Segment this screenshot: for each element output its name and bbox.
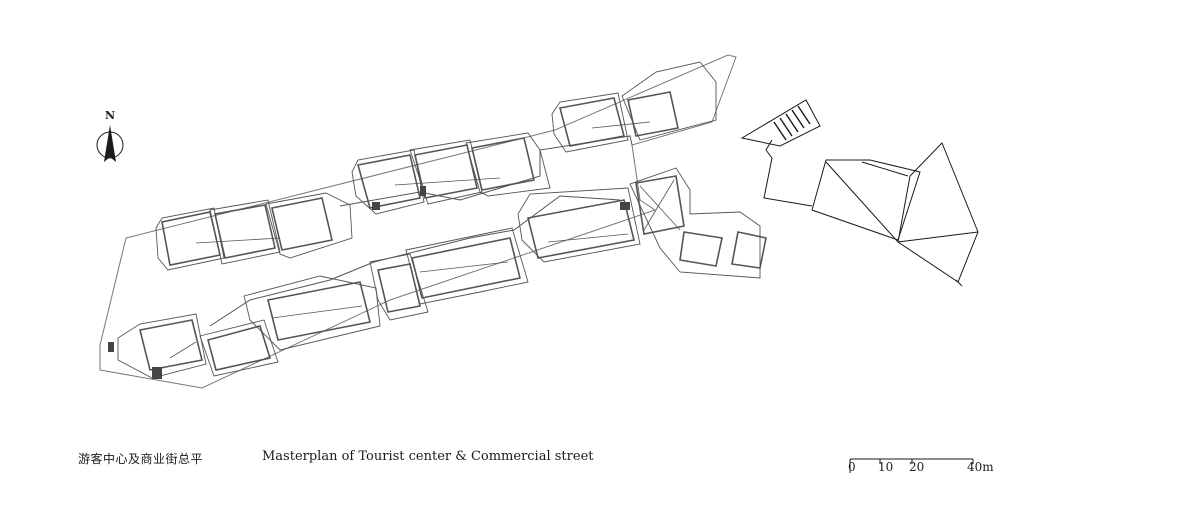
lower-building-row <box>117 167 767 379</box>
unit-f2 <box>411 237 521 299</box>
scale-label-0: 0 <box>848 460 856 474</box>
site-boundary <box>99 54 737 389</box>
unit-c1-outline <box>551 92 629 153</box>
unit-c-diagonal <box>591 121 651 129</box>
unit-e1-outline <box>243 275 381 351</box>
unit-c1 <box>559 97 625 147</box>
north-arrow-pointer <box>104 125 116 162</box>
unit-h-outline <box>629 167 761 279</box>
unit-b1-outline <box>351 149 425 215</box>
unit-i1 <box>679 231 723 267</box>
north-label: N <box>105 109 115 122</box>
lower-street-edge <box>209 195 621 327</box>
stair-hatches <box>108 186 630 379</box>
unit-b1 <box>356 154 421 209</box>
unit-a-diagonal <box>195 237 281 244</box>
unit-a2-outline <box>209 199 281 265</box>
unit-a3 <box>271 197 333 251</box>
unit-d-diagonal <box>169 341 197 359</box>
unit-b3 <box>471 137 535 191</box>
roof-ridge-2 <box>897 231 979 243</box>
unit-a1 <box>161 211 221 266</box>
scale-bar <box>849 458 974 473</box>
tourist-center-roof-right <box>897 142 979 283</box>
unit-h-square <box>635 175 685 235</box>
unit-a3-outline <box>265 192 353 259</box>
stair-3 <box>372 202 380 210</box>
unit-c2-outline <box>621 61 717 141</box>
unit-a2 <box>214 204 276 259</box>
unit-b-diagonal <box>394 177 501 186</box>
stair-4 <box>420 186 426 196</box>
scale-label-10: 10 <box>878 460 893 474</box>
unit-d1 <box>139 319 203 371</box>
unit-i2 <box>731 231 767 269</box>
unit-d2-outline <box>199 319 279 377</box>
unit-g-diagonal <box>547 233 629 243</box>
title-english: Masterplan of Tourist center & Commercia… <box>262 449 594 464</box>
unit-b3-outline <box>465 132 551 197</box>
roof-ridge-1 <box>825 161 899 243</box>
stair-1 <box>152 367 162 379</box>
tourist-center <box>740 99 979 287</box>
unit-a1-outline <box>155 207 225 271</box>
unit-g1-outline <box>517 187 641 263</box>
stair-5 <box>620 202 630 210</box>
unit-d2 <box>207 325 272 371</box>
unit-f2-outline <box>405 227 529 305</box>
unit-d1-outline <box>117 313 207 379</box>
roof-ridge-3 <box>861 161 909 177</box>
roof-edge <box>955 279 963 287</box>
scale-label-40m: 40m <box>967 460 994 474</box>
unit-e-diagonal <box>271 305 363 319</box>
title-chinese: 游客中心及商业街总平 <box>78 452 204 466</box>
unit-f1 <box>377 263 421 313</box>
tourist-center-tower <box>740 99 821 147</box>
tourist-center-path <box>763 139 813 207</box>
unit-h-cross-1 <box>639 185 681 231</box>
upper-building-row <box>155 61 717 271</box>
unit-e1 <box>267 281 371 341</box>
scale-label-20: 20 <box>909 460 924 474</box>
tourist-center-roof-left <box>811 159 921 241</box>
unit-f1-outline <box>369 253 429 321</box>
tower-stairs <box>773 105 811 141</box>
stair-2 <box>108 342 114 352</box>
unit-g1 <box>527 199 635 259</box>
north-arrow: N <box>96 109 124 162</box>
unit-f-diagonal <box>419 261 509 273</box>
unit-h-cross-2 <box>643 179 675 231</box>
